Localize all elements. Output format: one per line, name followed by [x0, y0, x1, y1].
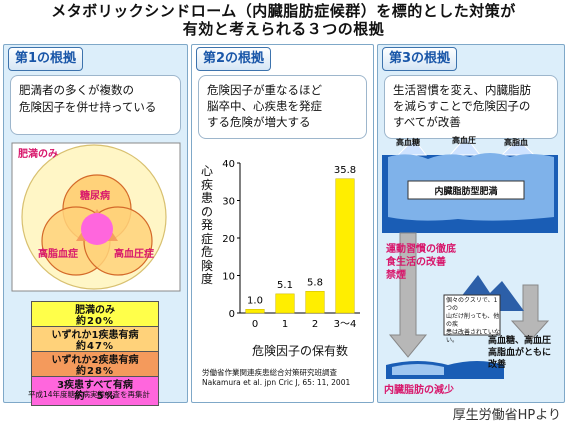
- panel-2-heading: 第2の根拠: [196, 47, 272, 71]
- chart-y-tick-label: 0: [229, 309, 235, 320]
- result-line-2: 高脂血がともに: [488, 348, 552, 358]
- panel-1-text-line-2: 危険因子を併せ持っている: [19, 100, 157, 114]
- chart-x-tick-label: 3〜4: [334, 319, 357, 330]
- panel-evidence-3: 第3の根拠 生活習慣を変え、内臓脂肪 を減らすことで危険因子の すべてが改善 高…: [377, 44, 565, 403]
- prevalence-row-1-label: 肥満のみ: [75, 305, 115, 316]
- venn-label-hypertension: 高血圧症: [114, 247, 154, 260]
- peak-2-label: 高血圧: [452, 136, 476, 145]
- lifestyle-illustration: [382, 136, 558, 379]
- result-text: 高血糖、高血圧 高脂血がともに 改善: [488, 335, 551, 371]
- prevalence-row-1-value: 約20%: [76, 316, 114, 327]
- chart-y-axis-title: 心疾患の発症危険度: [200, 164, 213, 286]
- prevalence-row-3-label: いずれか2疾患有病: [51, 355, 139, 366]
- medicine-note: 個々のクスリで、1つの 山だけ削っても、他の疾 患は改善されていない。: [446, 297, 500, 345]
- chart-bar: [275, 293, 295, 314]
- peak-3-label: 高脂血: [504, 138, 528, 147]
- result-line-3: 改善: [488, 360, 507, 370]
- panel-2-text-line-3: する危険が増大する: [207, 115, 311, 129]
- panel-2-statement: 危険因子が重なるほど 脳卒中、心疾患を発症 する危険が増大する: [198, 75, 367, 139]
- result-line-1: 高血糖、高血圧: [488, 336, 552, 346]
- exercise-line-2: 食生活の改善: [386, 257, 446, 268]
- prevalence-row-2-value: 約47%: [76, 341, 114, 352]
- chart-y-tick-label: 20: [222, 234, 235, 245]
- panel-1-source: 平成14年度糖尿病実態調査を再集計: [28, 390, 151, 399]
- panel-3-text-line-3: すべてが改善: [393, 115, 461, 129]
- panel-3-statement: 生活習慣を変え、内臓脂肪 を減らすことで危険因子の すべてが改善: [384, 75, 558, 139]
- venn-label-obesity: 肥満のみ: [18, 147, 58, 160]
- chart-bar: [335, 178, 355, 314]
- venn-overlap-three: [81, 213, 113, 245]
- chart-x-tick-label: 2: [312, 319, 318, 330]
- panel-3-heading: 第3の根拠: [382, 47, 458, 71]
- medicine-note-box: [443, 294, 501, 336]
- chart-bar: [305, 291, 325, 314]
- prevalence-row-3-value: 約28%: [76, 366, 114, 377]
- chart-bar: [245, 309, 265, 314]
- down-arrow-left: [388, 232, 428, 358]
- panel-2-source-line-2: Nakamura et al. jpn Cric J, 65: 11, 2001: [202, 378, 351, 387]
- exercise-line-1: 運動習慣の徹底: [386, 244, 456, 255]
- down-arrow-right: [510, 284, 550, 342]
- chart-y-tick-label: 40: [222, 159, 235, 170]
- chart-x-tick-label: 1: [282, 319, 288, 330]
- prevalence-row-4-value: 約 5%: [74, 391, 116, 402]
- chart-data-label: 1.0: [247, 295, 263, 306]
- peak-1-label: 高血糖: [396, 138, 420, 147]
- venn-diagram: 肥満のみ 糖尿病 高脂血症 高血圧症: [11, 142, 181, 292]
- panel-2-text-line-2: 脳卒中、心疾患を発症: [207, 99, 322, 113]
- small-iceberg: [392, 364, 444, 375]
- prevalence-row-2-label: いずれか1疾患有病: [51, 330, 139, 341]
- fat-label-box: [407, 180, 525, 200]
- chart-x-axis-title: 危険因子の保有数: [252, 344, 349, 358]
- medicine-note-line-1: 個々のクスリで、1つの: [446, 297, 498, 312]
- chart-x-tick-label: 0: [252, 319, 258, 330]
- exercise-line-3: 禁煙: [386, 270, 406, 281]
- source-credit: 厚生労働省HPより: [452, 408, 561, 423]
- peak-3-shape: [500, 138, 536, 156]
- fat-label: 内臓脂肪型肥満: [434, 187, 498, 197]
- chart-y-tick-label: 10: [222, 272, 235, 283]
- peak-2-shape: [448, 136, 482, 156]
- venn-label-diabetes: 糖尿病: [80, 189, 110, 202]
- title-line-1: メタボリックシンドローム（内臓脂肪症候群）を標的とした対策が: [51, 2, 516, 20]
- panel-2-text-line-1: 危険因子が重なるほど: [207, 83, 322, 97]
- panel-3-text-line-2: を減らすことで危険因子の: [393, 99, 531, 113]
- chart-y-tick-label: 30: [222, 197, 235, 208]
- medicine-note-line-3: 患は改善されていない。: [446, 329, 500, 344]
- chart-data-label: 35.8: [334, 165, 356, 176]
- venn-label-hyperlipid: 高脂血症: [38, 247, 78, 260]
- panel-1-heading: 第1の根拠: [8, 47, 84, 71]
- fat-decrease-label: 内臓脂肪の減少: [384, 385, 454, 396]
- title-line-2: 有効と考えられる３つの根拠: [182, 20, 385, 38]
- panel-evidence-2: 第2の根拠 危険因子が重なるほど 脳卒中、心疾患を発症 する危険が増大する 心疾…: [191, 44, 374, 403]
- prevalence-row-4-label: 3疾患すべて有病: [57, 380, 133, 391]
- risk-bar-chart: 0 10 20 30 40 1.0 0 5.1 1 5.8 2 35.8 3〜4: [222, 159, 360, 330]
- panel-1-text-line-1: 肥満者の多くが複数の: [19, 83, 134, 97]
- chart-data-label: 5.1: [277, 280, 293, 291]
- prevalence-row-4: 3疾患すべて有病 約 5%: [31, 376, 159, 406]
- panel-evidence-1: 第1の根拠 肥満者の多くが複数の 危険因子を併せ持っている 肥満のみ 糖尿病 高…: [3, 44, 188, 406]
- panel-1-statement: 肥満者の多くが複数の 危険因子を併せ持っている: [10, 75, 181, 135]
- chart-data-label: 5.8: [307, 277, 323, 288]
- medicine-note-line-2: 山だけ削っても、他の疾: [446, 313, 500, 328]
- panel-2-source-line-1: 労働省作業関連疾患総合対策研究班調査: [202, 368, 337, 377]
- panel-3-text-line-1: 生活習慣を変え、内臓脂肪: [393, 83, 531, 97]
